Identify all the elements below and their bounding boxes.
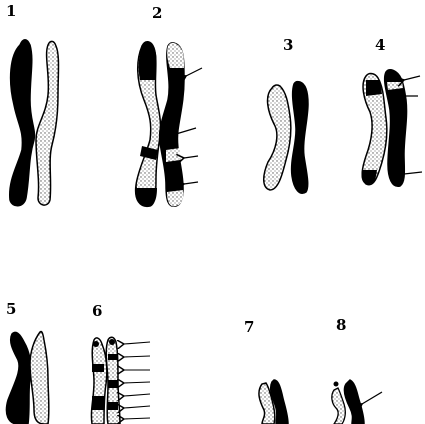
arrow-6-5	[124, 394, 150, 396]
chromosome-pair-2	[136, 42, 202, 207]
chromosome-5b	[30, 331, 49, 424]
arrow-8-1	[362, 392, 382, 404]
chromosome-pair-4	[361, 70, 422, 187]
arrow-2-4	[184, 182, 198, 184]
chromosome-pair-8	[332, 380, 382, 424]
arrow-6-4	[124, 382, 150, 383]
chromosome-6a	[91, 338, 106, 424]
chromosome-pair-6	[91, 337, 150, 424]
chromosome-pair-3	[264, 82, 308, 194]
arrow-2-2	[176, 128, 196, 134]
chromosome-8b	[344, 380, 364, 424]
chromosome-1b	[36, 41, 59, 205]
arrow-6-7	[124, 418, 150, 419]
chromosome-pair-7	[259, 380, 288, 424]
chromosome-3a	[264, 85, 291, 190]
chromosome-8a	[332, 388, 345, 424]
arrow-4-1	[404, 76, 420, 80]
arrow-6-2	[124, 356, 150, 357]
chromosome-5a	[6, 332, 30, 424]
arrow-2-3	[184, 156, 198, 158]
arrow-6-1	[124, 342, 150, 344]
arrow-4-3	[404, 172, 422, 174]
arrow-2-1	[186, 68, 202, 76]
chromosome-1a	[10, 40, 35, 206]
chromosome-pair-1	[10, 40, 59, 206]
chromosome-3b	[292, 82, 308, 194]
chromosome-pair-5	[6, 331, 48, 424]
arrow-6-6	[124, 406, 150, 408]
